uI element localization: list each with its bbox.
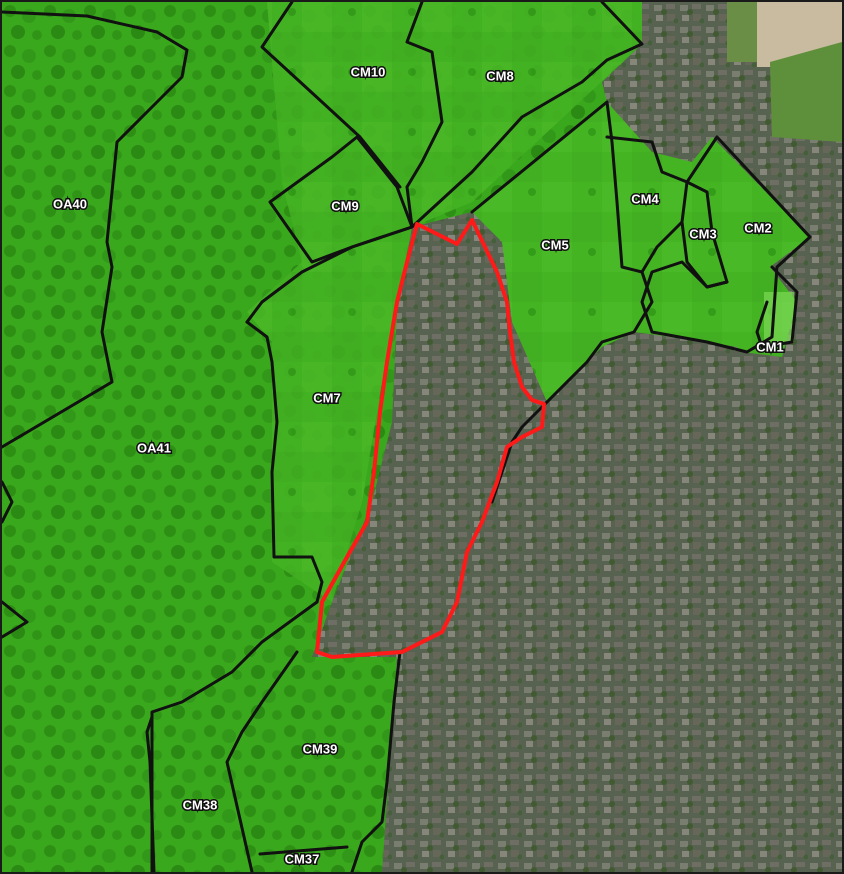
boundary-cm9 [268, 135, 414, 264]
label-cm10: CM10 [351, 64, 386, 79]
label-oa40: OA40 [53, 196, 87, 211]
label-cm9: CM9 [331, 198, 358, 213]
sports-pitch [727, 2, 757, 62]
boundary-cm38-west [145, 715, 156, 872]
boundary-cm8 [405, 2, 644, 229]
label-cm37: CM37 [285, 851, 320, 866]
green-fields [247, 2, 642, 602]
parcel-labels: OA40 OA41 CM10 CM8 CM9 CM5 CM4 CM3 CM2 C… [52, 63, 786, 868]
label-cm7: CM7 [313, 390, 340, 405]
label-cm1: CM1 [756, 339, 783, 354]
label-cm4: CM4 [631, 191, 659, 206]
label-cm2: CM2 [744, 220, 771, 235]
label-cm5: CM5 [541, 237, 568, 252]
boundary-oa41-west [2, 480, 29, 639]
boundary-cm1 [755, 265, 799, 349]
label-cm39: CM39 [303, 741, 338, 756]
label-cm3: CM3 [689, 226, 716, 241]
highlighted-site-boundary[interactable] [315, 218, 546, 659]
boundary-oa41-cm7 [245, 320, 324, 604]
boundary-cm39 [150, 600, 319, 872]
boundary-cm2 [640, 135, 812, 354]
tennis-court [764, 292, 794, 342]
label-cm8: CM8 [486, 68, 513, 83]
boundary-cm10 [260, 2, 402, 189]
green-east [472, 102, 810, 402]
boundary-cm7-north [245, 225, 414, 324]
boundary-cm39-inner [225, 650, 299, 872]
label-cm38: CM38 [183, 797, 218, 812]
boundary-cm39-east [350, 650, 402, 872]
boundary-cm37 [258, 845, 349, 856]
boundary-oa40 [2, 10, 189, 449]
boundary-cm10-cm8 [405, 2, 444, 189]
label-oa41: OA41 [137, 440, 171, 455]
sports-field [770, 42, 842, 142]
